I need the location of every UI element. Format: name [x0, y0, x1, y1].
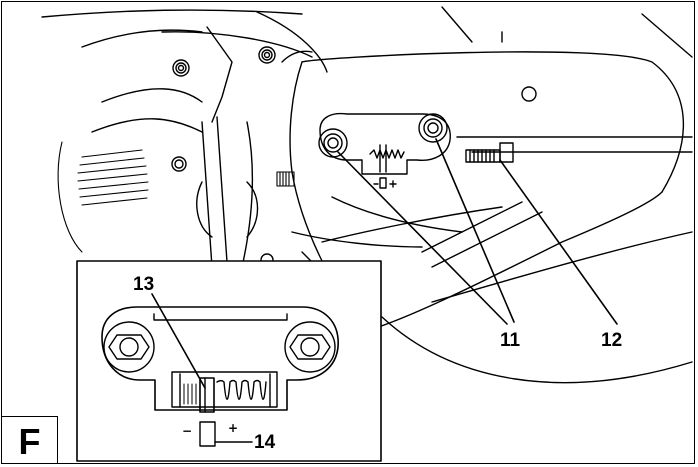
vent-grille [57, 141, 149, 253]
callout-12: 12 [601, 330, 623, 351]
background-bolts [171, 46, 537, 267]
coupling [276, 171, 295, 187]
callout-14: 14 [254, 432, 276, 453]
leader-lines [337, 138, 618, 325]
adjusting-screw-12 [465, 142, 514, 163]
tension-plate-main [318, 112, 451, 189]
minus-mark: − [182, 424, 193, 438]
hub [196, 181, 259, 238]
detail-inset [76, 260, 382, 462]
machine-body [41, 6, 693, 384]
callout-11: 11 [500, 330, 521, 351]
plus-mark: + [228, 421, 239, 435]
callout-13: 13 [133, 274, 155, 295]
figure-letter-label: F [2, 416, 58, 463]
